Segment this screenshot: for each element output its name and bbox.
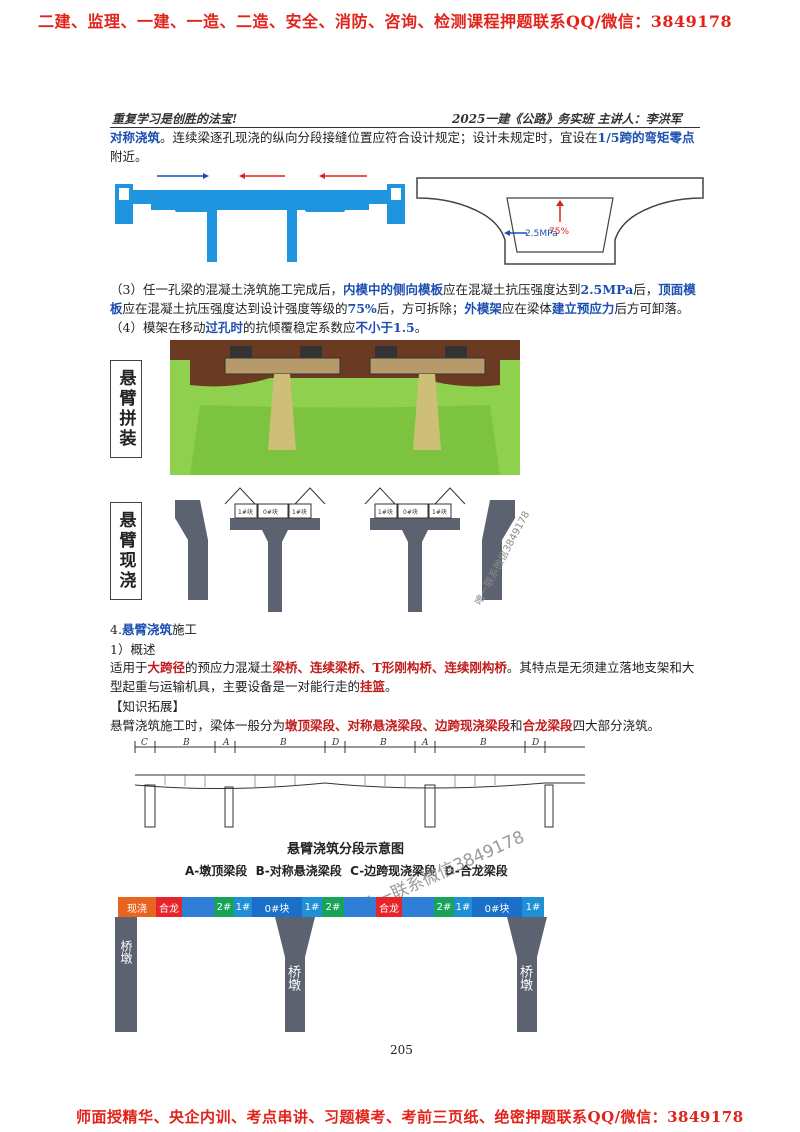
kw-large-span: 大跨径 (147, 660, 186, 675)
item3-t11: 应在梁体 (501, 301, 552, 316)
p2-a: 悬臂浇筑施工时，梁体一般分为 (110, 718, 286, 733)
label-cantilever-assembly-text: 悬臂拼装 (115, 369, 136, 449)
kw-25mpa: 2.5MPa (580, 282, 634, 297)
pier-label-mid1: 桥墩 (285, 965, 300, 991)
cantilever-cast-figure: 1#块 0#块 1#块 1#块 0#块 1#块 (175, 487, 515, 612)
header-left: 重复学习是创胜的法宝! (112, 112, 238, 126)
label-cantilever-assembly: 悬臂拼装 (110, 360, 142, 458)
para-top-end: 附近。 (110, 149, 148, 164)
kw-segment-types: 墩顶梁段、对称悬浇梁段、边跨现浇梁段 (285, 718, 511, 733)
kw-top-formwork: 顶面模板 (110, 282, 696, 316)
pier-label-mid2: 桥墩 (517, 965, 532, 991)
kw-75pct: 75% (347, 301, 377, 316)
kw-bridge-types: 梁桥、连续梁桥、T形刚构桥、连续刚构桥 (272, 660, 507, 675)
segment-block: 0#块 (472, 897, 522, 917)
p1-g: 。 (385, 679, 398, 694)
section-4-title: 4.悬臂浇筑施工 (110, 620, 700, 639)
fig3-label-6: 1#块 (432, 508, 447, 516)
section-4-para1: 适用于大跨径的预应力混凝土梁桥、连续梁桥、T形刚构桥、连续刚构桥。其特点是无须建… (110, 658, 700, 696)
section-4-para2: 悬臂浇筑施工时，梁体一般分为墩顶梁段、对称悬浇梁段、边跨现浇梁段和合龙梁段四大部… (110, 716, 700, 735)
label-75pct: 75% (549, 227, 569, 237)
segment-block: 2# (434, 897, 454, 917)
header-rule (110, 127, 700, 128)
segment-block: 1# (302, 897, 322, 917)
dim-3: A (222, 738, 230, 748)
dim-4: B (279, 738, 287, 748)
section-4-sub1: 1）概述 (110, 642, 156, 657)
kw-symmetric: 对称浇筑 (110, 130, 161, 145)
bottom-banner: 师面授精华、央企内训、考点串讲、习题模考、考前三页纸、绝密押题联系QQ/微信：3… (76, 1108, 744, 1126)
item3-t5: 后， (633, 282, 659, 297)
p2-c: 和 (510, 718, 523, 733)
fig3-label-1: 1#块 (238, 508, 253, 516)
kw-closure-segment: 合龙梁段 (522, 718, 573, 733)
kw-prestress: 建立预应力 (551, 301, 615, 316)
label-cantilever-cast: 悬臂现浇 (110, 502, 142, 600)
dim-5: D (331, 738, 339, 748)
segment-block: 1# (234, 897, 252, 917)
segment-block: 1# (454, 897, 472, 917)
p1-a: 适用于 (110, 660, 148, 675)
segmentation-legend: A-墩顶梁段 B-对称悬浇梁段 C-边跨现浇梁段 D-合龙梁段 (185, 864, 508, 878)
page-number: 205 (390, 1043, 413, 1057)
kw-fifth: 1/5 (597, 130, 620, 145)
section-4-num: 4. (110, 622, 122, 637)
para-top-text: 。连续梁逐孔现浇的纵向分段接缝位置应符合设计规定；设计未规定时，宜设在 (160, 130, 598, 145)
kw-min-15: 不小于1.5 (355, 320, 415, 335)
item3-t3: 应在混凝土抗压强度达到 (442, 282, 581, 297)
item3-t1: （3）任一孔梁的混凝土浇筑施工完成后， (110, 282, 343, 297)
label-25mpa: 2.5MPa (525, 229, 558, 239)
segment-block: 0#块 (252, 897, 302, 917)
dim-2: B (182, 738, 190, 748)
section-4-rest: 施工 (171, 622, 197, 637)
piers-figure (115, 917, 547, 1032)
fig3-label-3: 1#块 (292, 508, 307, 516)
item4-t3: 的抗倾覆稳定系数应 (242, 320, 356, 335)
segment-block: 2# (322, 897, 344, 917)
item4-t5: 。 (414, 320, 428, 335)
item4-t1: （4）模架在移动 (110, 320, 206, 335)
p1-c: 的预应力混凝土 (185, 660, 273, 675)
kw-hanging-basket: 挂篮 (360, 679, 386, 694)
knowledge-extension: 【知识拓展】 (110, 699, 186, 714)
label-cantilever-cast-text: 悬臂现浇 (115, 511, 136, 591)
p1-e: 。其特点是无须建立落地支架和大型起重与运输机具，主要设备是一对能行走的 (110, 660, 695, 694)
item3-t9: 后，方可拆除； (376, 301, 465, 316)
item3-t13: 后方可卸落。 (614, 301, 690, 316)
pier-label-end: 桥墩 (119, 940, 133, 964)
kw-cantilever-casting: 悬臂浇筑 (121, 622, 172, 637)
kw-side-formwork: 内模中的侧向模板 (342, 282, 443, 297)
kw-crossing: 过孔时 (205, 320, 243, 335)
fig3-label-2: 0#块 (263, 508, 278, 516)
segmentation-diagram: C B A B D A B B D (134, 738, 585, 828)
p2-e: 四大部分浇筑。 (572, 718, 661, 733)
item3-t7: 应在混凝土抗压强度达到设计强度等级的 (122, 301, 348, 316)
item-4-paragraph: （4）模架在移动过孔时的抗倾覆稳定系数应不小于1.5。 (110, 318, 700, 337)
dim-8: B (479, 738, 487, 748)
segment-block: 1# (522, 897, 544, 917)
top-banner: 二建、监理、一建、一造、二造、安全、消防、咨询、检测课程押题联系QQ/微信：38… (38, 12, 733, 31)
segment-block: 现浇 (118, 897, 156, 917)
cantilever-assembly-figure (170, 340, 520, 475)
para-top: 对称浇筑。连续梁逐孔现浇的纵向分段接缝位置应符合设计规定；设计未规定时，宜设在1… (110, 128, 700, 166)
kw-outer-frame: 外模架 (464, 301, 502, 316)
header-right: 2025一建《公路》务实班 主讲人：李洪军 (452, 112, 682, 126)
fig3-label-4: 1#块 (378, 508, 393, 516)
box-girder-section: 75% 2.5MPa (416, 177, 704, 265)
fig3-label-5: 0#块 (403, 508, 418, 516)
dim-1: C (141, 738, 148, 748)
dim-6: A (421, 738, 429, 748)
dim-9: D (531, 738, 539, 748)
dim-7: B (379, 738, 387, 748)
segment-block: 2# (214, 897, 234, 917)
segment-block (344, 897, 376, 917)
item-3-paragraph: （3）任一孔梁的混凝土浇筑施工完成后，内模中的侧向模板应在混凝土抗压强度达到2.… (110, 280, 700, 318)
segmentation-caption: 悬臂浇筑分段示意图 (287, 842, 405, 857)
kw-zero-moment: 跨的弯矩零点 (619, 130, 695, 145)
segment-block: 合龙 (376, 897, 402, 917)
segment-block (182, 897, 214, 917)
segment-block (402, 897, 434, 917)
segment-block: 合龙 (156, 897, 182, 917)
continuous-beam-figure (115, 173, 405, 262)
